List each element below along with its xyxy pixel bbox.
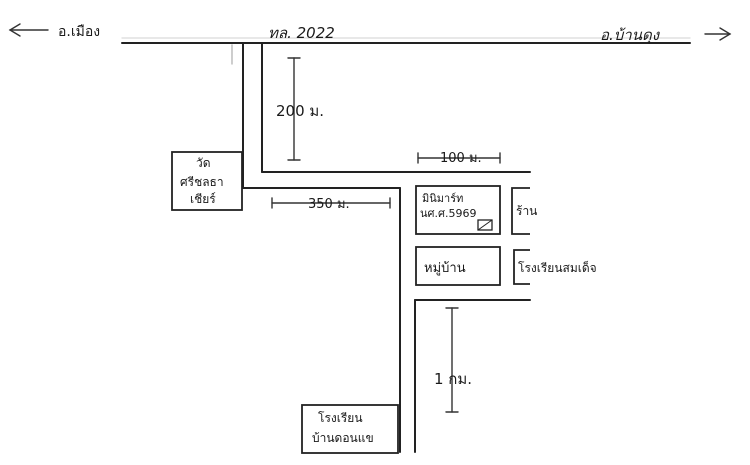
- school-bottom-label-2: บ้านดอนแข: [312, 431, 374, 445]
- shop-right-label: ร้าน: [516, 204, 537, 218]
- left-arrow-icon: [8, 23, 49, 37]
- village-label: หมู่บ้าน: [424, 261, 466, 276]
- mart-sign-icon: [477, 219, 493, 231]
- school-right-box: [513, 249, 530, 285]
- mart-box: [415, 185, 501, 235]
- north-distance-label: 200 ม.: [276, 102, 324, 120]
- school-right-label: โรงเรียนสมเด็จ: [518, 260, 597, 275]
- village-box: [415, 246, 501, 286]
- road-name-label: ทล. 2022: [268, 24, 335, 42]
- right-direction-label: อ.บ้านดุง: [600, 26, 661, 44]
- east-distance-label: 100 ม.: [440, 151, 482, 166]
- temple-label-3: เชียร์: [190, 192, 216, 206]
- temple-label-2: ศรีชลธา: [180, 175, 224, 189]
- temple-label-1: วัด: [196, 156, 211, 170]
- mart-label-2: นศ.ศ.5969: [420, 207, 476, 220]
- south-dimension-bar: [445, 307, 459, 413]
- left-direction-label: อ.เมือง: [58, 24, 100, 40]
- shop-right-box: [511, 187, 530, 235]
- west-distance-label: 350 ม.: [308, 197, 350, 212]
- west-dimension-bar: [271, 197, 391, 209]
- right-arrow-icon: [704, 27, 732, 41]
- east-dimension-bar: [417, 152, 501, 164]
- temple-box: [171, 151, 243, 211]
- mart-label-1: มินิมาร์ท: [422, 192, 463, 205]
- school-bottom-label-1: โรงเรียน: [318, 411, 363, 425]
- school-bottom-box: [301, 404, 399, 454]
- south-distance-label: 1 กม.: [434, 370, 472, 388]
- north-dimension-bar: [287, 57, 301, 161]
